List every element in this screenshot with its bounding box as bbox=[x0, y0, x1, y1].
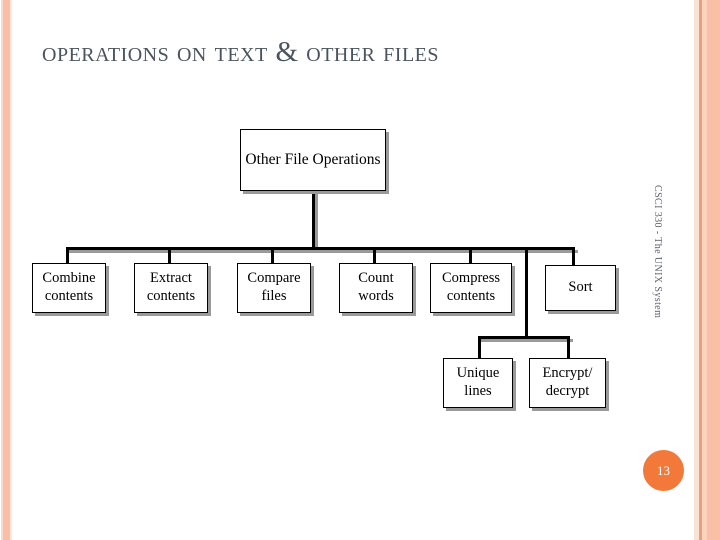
connector-drop-unique bbox=[478, 336, 481, 358]
connector-drop-compare bbox=[271, 247, 274, 265]
connector-sub-bus-shadow bbox=[481, 339, 573, 342]
left-stripe-inner bbox=[10, 0, 12, 540]
page-number-badge: 13 bbox=[643, 450, 684, 491]
chart-node-label: Sort bbox=[568, 279, 593, 296]
connector-bus bbox=[66, 247, 575, 250]
connector-sub-bus bbox=[478, 336, 570, 339]
right-stripe-rule bbox=[699, 0, 702, 540]
right-stripe-inner bbox=[694, 0, 699, 540]
connector-drop-combine bbox=[66, 247, 69, 265]
chart-node-encrypt-decrypt[interactable]: Encrypt/decrypt bbox=[529, 358, 606, 408]
connector-bus-shadow bbox=[69, 250, 578, 253]
right-stripe-mid bbox=[702, 0, 707, 540]
chart-node-label: Other File Operations bbox=[245, 150, 381, 168]
connector-drop-count bbox=[373, 247, 376, 265]
chart-node-sort[interactable]: Sort bbox=[545, 265, 616, 311]
connector-root-stem-shadow bbox=[315, 191, 318, 249]
right-stripe-outer bbox=[707, 0, 720, 540]
connector-drop-compress bbox=[469, 247, 472, 265]
connector-drop-sort bbox=[572, 247, 575, 265]
connector-drop-encrypt bbox=[567, 336, 570, 358]
connector-sub-trunk bbox=[525, 247, 528, 339]
chart-node-root[interactable]: Other File Operations bbox=[240, 129, 386, 191]
connector-drop-extract bbox=[168, 247, 171, 265]
connector-root-stem bbox=[312, 191, 315, 249]
left-stripe-outer bbox=[1, 0, 3, 540]
page-title: Operations on Text & Other Files bbox=[42, 36, 440, 68]
left-stripe-main bbox=[3, 0, 10, 540]
chart-node-label: Encrypt/decrypt bbox=[542, 365, 593, 399]
